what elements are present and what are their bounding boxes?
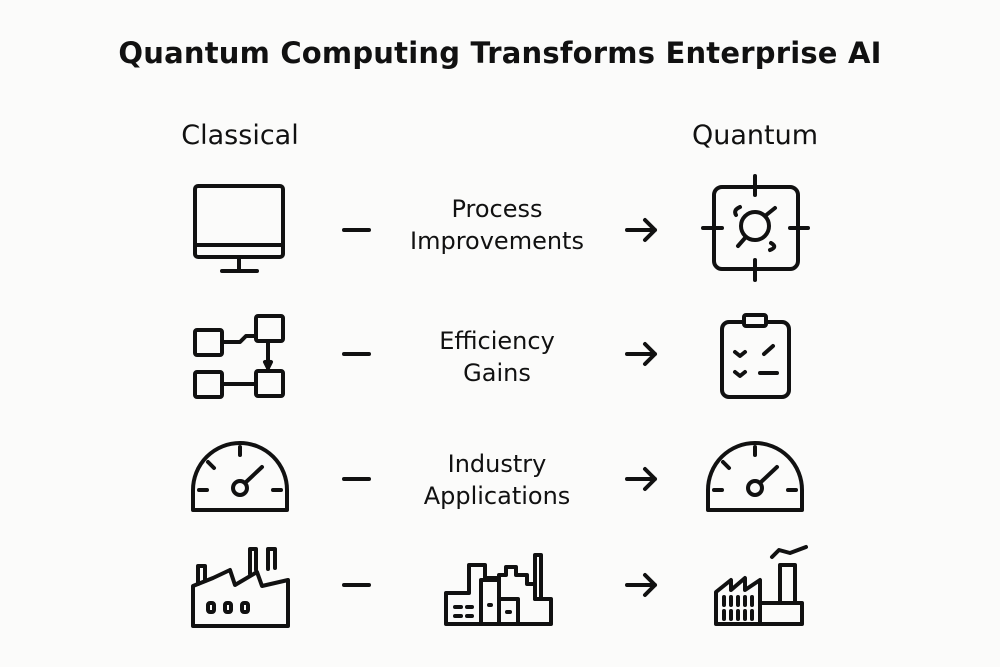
diagram-title: Quantum Computing Transforms Enterprise …: [118, 36, 882, 70]
column-header-quantum: Quantum: [691, 120, 819, 151]
factory-icon: [191, 547, 290, 628]
row-label-industry-applications: Industry Applications: [367, 448, 627, 512]
monitor-icon: [193, 184, 285, 273]
arrow-icon: [625, 218, 657, 597]
flowchart-icon: [193, 314, 285, 399]
label-line: Improvements: [410, 227, 584, 255]
column-header-classical: Classical: [181, 120, 299, 151]
clipboard-checklist-icon: [720, 313, 791, 399]
label-line: Gains: [463, 359, 531, 387]
city-buildings-icon: [444, 553, 553, 626]
label-line: Industry: [447, 450, 547, 478]
gauge-icon: [706, 441, 804, 512]
label-line: Process: [451, 195, 543, 223]
modern-factory-icon: [714, 545, 808, 626]
row-label-efficiency-gains: Efficiency Gains: [367, 325, 627, 389]
row-label-process-improvements: Process Improvements: [367, 193, 627, 257]
gauge-icon: [191, 441, 289, 512]
label-line: Efficiency: [439, 327, 555, 355]
quantum-target-icon: [701, 174, 810, 282]
dash-icon: [342, 228, 371, 587]
label-line: Applications: [423, 482, 571, 510]
